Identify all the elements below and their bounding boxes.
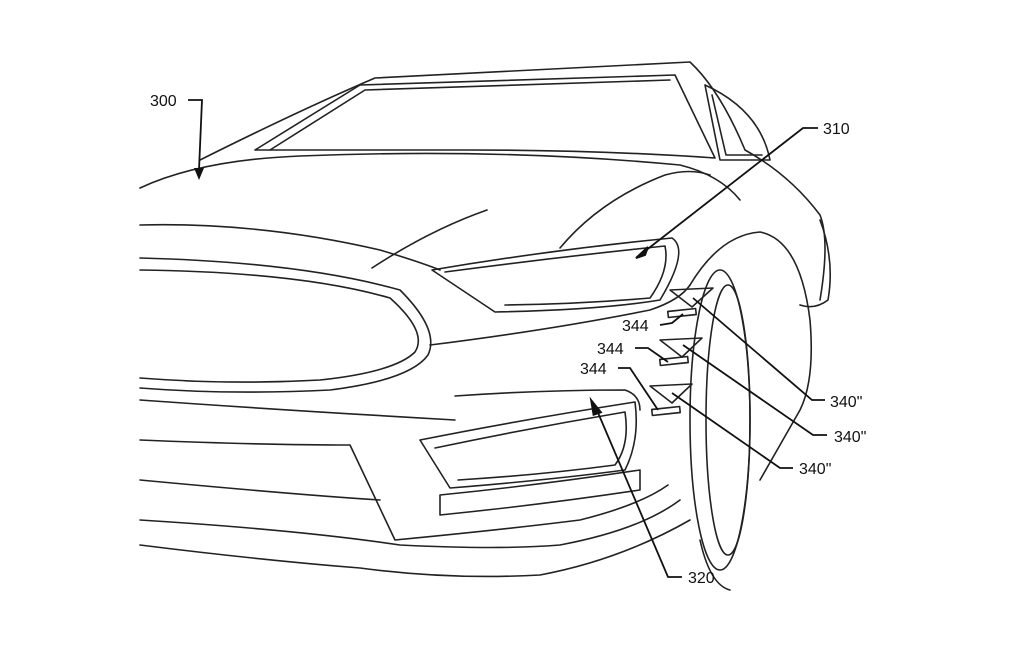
label-340-lower: 340" xyxy=(799,461,831,478)
vehicle-body-outline xyxy=(139,61,832,591)
label-320: 320 xyxy=(688,570,715,587)
label-300: 300 xyxy=(150,93,177,110)
label-310: 310 xyxy=(823,121,850,138)
label-344-middle: 344 xyxy=(597,341,624,358)
label-340-middle: 340" xyxy=(834,429,866,446)
leader-lines xyxy=(188,99,827,578)
label-344-lower: 344 xyxy=(580,361,607,378)
reference-labels: 300 310 344 344 344 340" 340" 340" 320 xyxy=(150,93,866,587)
label-344-upper: 344 xyxy=(622,318,649,335)
label-340-upper: 340" xyxy=(830,394,862,411)
